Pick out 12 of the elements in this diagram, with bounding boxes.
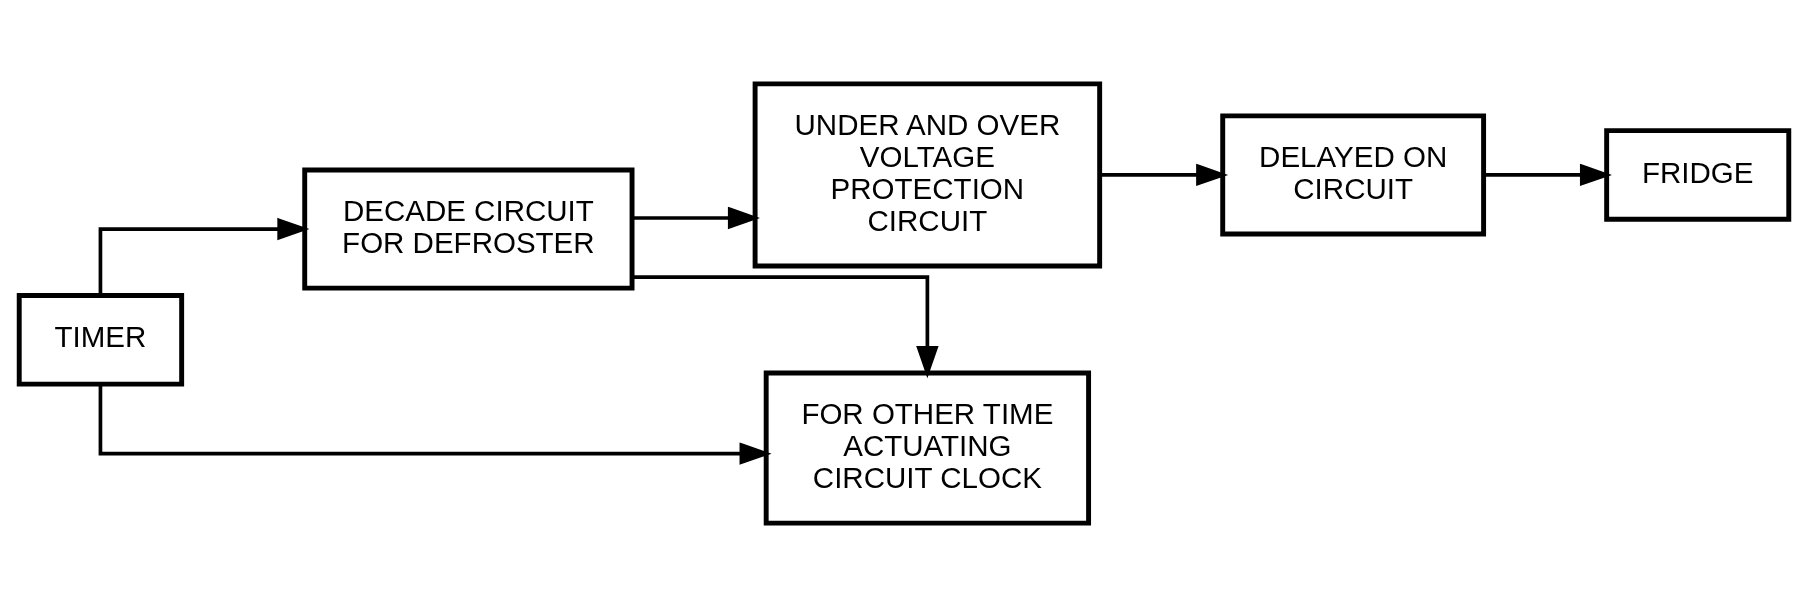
node-box: FOR OTHER TIME ACTUATING CIRCUIT CLOCK: [763, 370, 1092, 526]
arrow: [632, 275, 939, 379]
node-box: FRIDGE: [1604, 128, 1792, 222]
arrow: [1484, 163, 1612, 187]
arrow: [98, 384, 772, 465]
node-box: UNDER AND OVER VOLTAGE PROTECTION CIRCUIT: [752, 81, 1103, 269]
arrow: [632, 206, 760, 230]
node-box: DECADE CIRCUIT FOR DEFROSTER: [302, 167, 635, 291]
node-box: DELAYED ON CIRCUIT: [1220, 113, 1487, 237]
node-box: TIMER: [16, 293, 185, 387]
arrow: [1100, 163, 1229, 187]
arrow: [98, 217, 310, 296]
